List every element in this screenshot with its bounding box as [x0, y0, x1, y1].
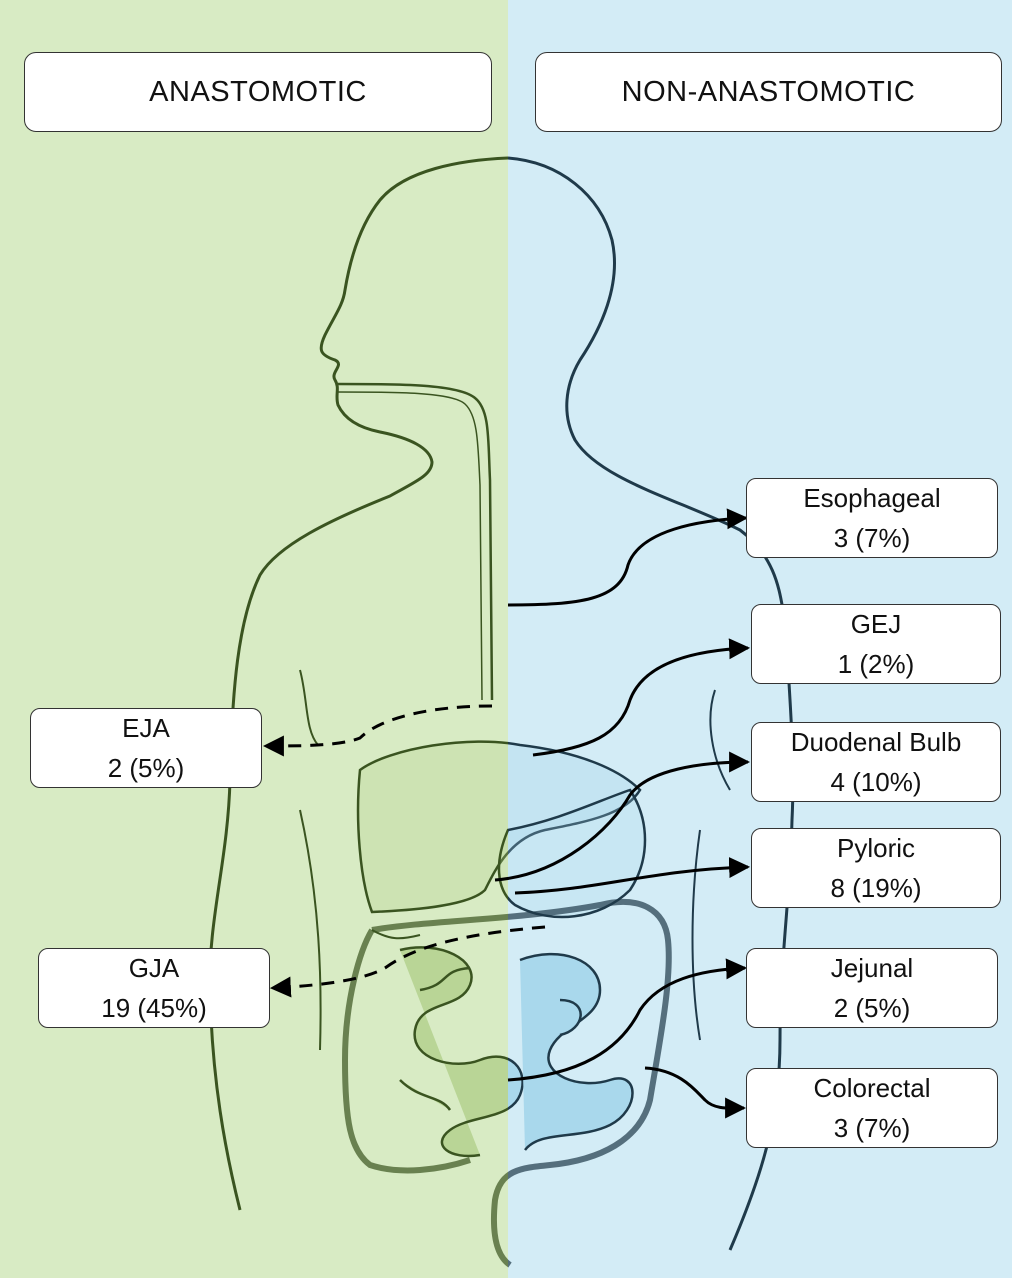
- site-value: 2 (5%): [107, 753, 185, 783]
- anatomy-left-half: [208, 156, 508, 1268]
- liver: [508, 741, 642, 855]
- site-value: 8 (19%): [830, 873, 922, 903]
- small-intestine: [508, 952, 634, 1151]
- site-value: 1 (2%): [837, 649, 915, 679]
- connector-gej: [532, 638, 751, 757]
- site-name: EJA: [122, 713, 170, 743]
- connector-duodenal-bulb: [494, 751, 751, 882]
- head-outline: [208, 156, 508, 1211]
- site-value: 2 (5%): [833, 993, 911, 1023]
- site-name: GJA: [128, 953, 180, 983]
- site-name: Colorectal: [813, 1073, 931, 1103]
- site-value: 3 (7%): [833, 1113, 911, 1143]
- label-box-jejunal: Jejunal 2 (5%): [746, 948, 998, 1028]
- colon: [508, 898, 672, 1268]
- head-outline: [508, 158, 509, 160]
- site-value: 19 (45%): [101, 993, 207, 1023]
- connector-gja: [269, 925, 546, 998]
- anastomotic-header: ANASTOMOTIC: [24, 52, 492, 132]
- site-name: GEJ: [850, 609, 902, 639]
- site-value: 4 (10%): [830, 767, 922, 797]
- head-back-outline: [507, 158, 508, 160]
- torso-right-outline: [728, 619, 795, 1251]
- stomach: [497, 828, 508, 901]
- connector-eja: [262, 704, 493, 757]
- small-intestine: [399, 946, 508, 1158]
- connector-pyloric: [514, 857, 751, 895]
- esophagus: [337, 382, 494, 701]
- label-box-esophageal: Esophageal 3 (7%): [746, 478, 998, 558]
- label-box-gej: GEJ 1 (2%): [751, 604, 1001, 684]
- label-box-colorectal: Colorectal 3 (7%): [746, 1068, 998, 1148]
- esophagus: [338, 384, 492, 700]
- connector-colorectal: [644, 1066, 747, 1119]
- label-box-duodenal-bulb: Duodenal Bulb 4 (10%): [751, 722, 1001, 802]
- connector-esophageal: [507, 508, 749, 607]
- non-anastomotic-header: NON-ANASTOMOTIC: [535, 52, 1002, 132]
- label-box-gja: GJA 19 (45%): [38, 948, 270, 1028]
- site-name: Pyloric: [836, 833, 915, 863]
- liver: [356, 740, 508, 914]
- colon: [341, 913, 508, 1268]
- site-name: Jejunal: [830, 953, 914, 983]
- connector-jejunal: [507, 958, 748, 1082]
- label-box-pyloric: Pyloric 8 (19%): [751, 828, 1001, 908]
- connectors: [262, 508, 751, 1119]
- label-box-eja: EJA 2 (5%): [30, 708, 262, 788]
- site-value: 3 (7%): [833, 523, 911, 553]
- head-back-outline: [508, 156, 787, 621]
- site-name: Duodenal Bulb: [790, 727, 962, 757]
- anastomotic-panel: [0, 0, 508, 1278]
- anastomotic-header-label: ANASTOMOTIC: [149, 75, 367, 108]
- non-anastomotic-header-label: NON-ANASTOMOTIC: [621, 75, 916, 108]
- site-name: Esophageal: [803, 483, 941, 513]
